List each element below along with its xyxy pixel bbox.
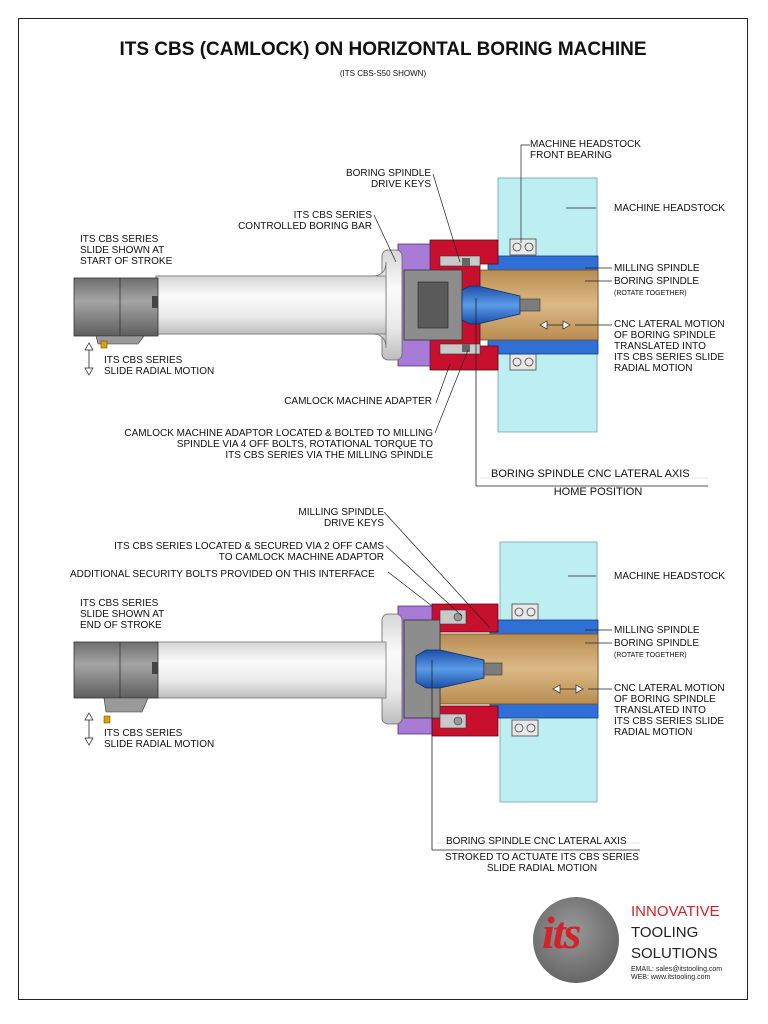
page-subtitle: (ITS CBS-S50 SHOWN) [339,69,427,78]
label-boring-spindle-bottom: BORING SPINDLE [614,638,700,649]
brand-line-1: INNOVATIVE [631,903,720,920]
top-diagram [73,144,708,487]
brand-line-3: SOLUTIONS [631,945,718,962]
bar-head-bottom [73,641,159,699]
boring-bar [155,275,387,335]
boring-bar-bottom [155,641,387,699]
label-security: ADDITIONAL SECURITY BOLTS PROVIDED ON TH… [70,569,375,580]
label-machine-headstock: MACHINE HEADSTOCK [614,203,725,214]
front-bearing-upper [509,238,537,256]
its-logo [533,897,619,983]
brand-line-2: TOOLING [631,924,699,941]
label-camlock-note: CAMLOCK MACHINE ADAPTOR LOCATED & BOLTED… [124,428,433,461]
label-camlock-adapter: CAMLOCK MACHINE ADAPTER [284,396,432,407]
label-milling-spindle: MILLING SPINDLE [614,263,700,274]
brand-web: WEB: www.itstooling.com [631,974,711,981]
label-located: ITS CBS SERIES LOCATED & SECURED VIA 2 O… [114,541,384,563]
front-bearing-lower [509,353,537,371]
bottom-diagram [73,511,640,851]
bar-head [73,277,159,337]
tool-cone [461,285,521,325]
tool-cone-bottom [415,649,485,689]
label-rotate-together-bottom: (ROTATE TOGETHER) [614,652,687,659]
label-milling-spindle-bottom: MILLING SPINDLE [614,625,700,636]
label-boring-spindle: BORING SPINDLE [614,276,700,287]
label-rotate-together: (ROTATE TOGETHER) [614,290,687,297]
label-axis-bottom: BORING SPINDLE CNC LATERAL AXIS [446,836,627,847]
page-title: ITS CBS (CAMLOCK) ON HORIZONTAL BORING M… [119,39,647,60]
brand-email: EMAIL: sales@itstooling.com [631,966,723,973]
label-home-position: HOME POSITION [553,486,643,498]
label-machine-headstock-bottom: MACHINE HEADSTOCK [614,571,725,582]
label-axis: BORING SPINDLE CNC LATERAL AXIS [491,468,690,480]
logo-text: its [542,907,581,958]
drawing-border [18,18,748,1000]
